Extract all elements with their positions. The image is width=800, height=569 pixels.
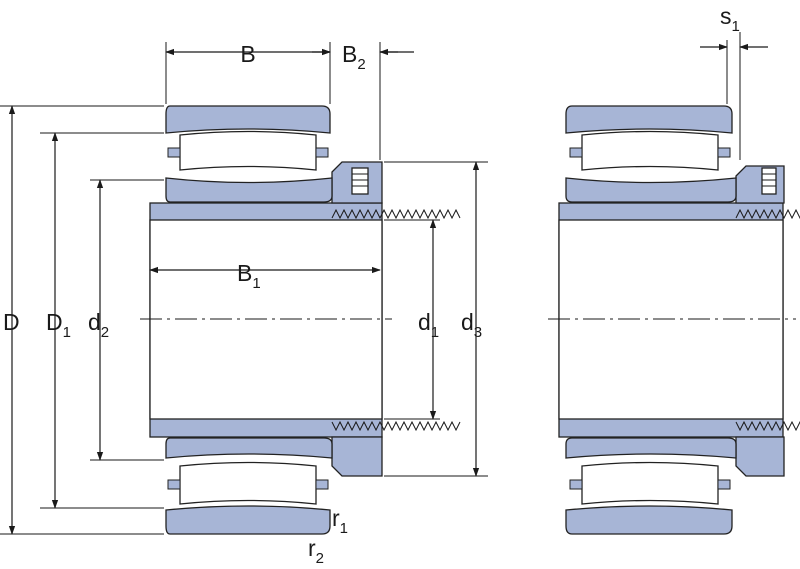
roller-top xyxy=(179,130,317,171)
dimension-lines xyxy=(0,32,768,535)
inner-ring-bottom xyxy=(165,437,333,459)
lock-nut-right-top xyxy=(735,165,785,204)
lock-nut-right-bottom xyxy=(735,436,785,477)
label-B: B xyxy=(240,41,255,67)
label-d1: d1 xyxy=(418,309,439,341)
outer-ring-bottom xyxy=(165,505,331,535)
label-s1: s1 xyxy=(720,3,740,35)
label-d2: d2 xyxy=(88,309,109,341)
inner-ring-top xyxy=(165,177,333,203)
label-B1: B1 xyxy=(237,260,261,292)
inner-ring-right-top xyxy=(565,177,737,203)
set-screw-right xyxy=(761,167,777,195)
label-D1: D1 xyxy=(46,309,71,341)
outer-ring-right-bottom xyxy=(565,505,733,535)
lock-nut-bottom xyxy=(331,436,383,477)
left-view xyxy=(140,105,461,535)
outer-ring-right-top xyxy=(565,105,733,134)
label-r2: r2 xyxy=(308,535,324,567)
dimension-labels: B B2 B1 D D1 d2 d1 d3 s1 r1 r2 xyxy=(3,3,740,567)
thread-bottom xyxy=(331,420,461,432)
set-screw-top xyxy=(351,167,369,195)
right-view xyxy=(548,105,800,535)
label-d3: d3 xyxy=(461,309,482,341)
label-B2: B2 xyxy=(342,41,366,73)
label-D: D xyxy=(3,309,20,335)
inner-ring-right-bottom xyxy=(565,437,737,459)
label-r1: r1 xyxy=(332,505,348,537)
thread-top xyxy=(331,208,461,220)
roller-bottom xyxy=(179,461,317,505)
outer-ring-top xyxy=(165,105,331,134)
